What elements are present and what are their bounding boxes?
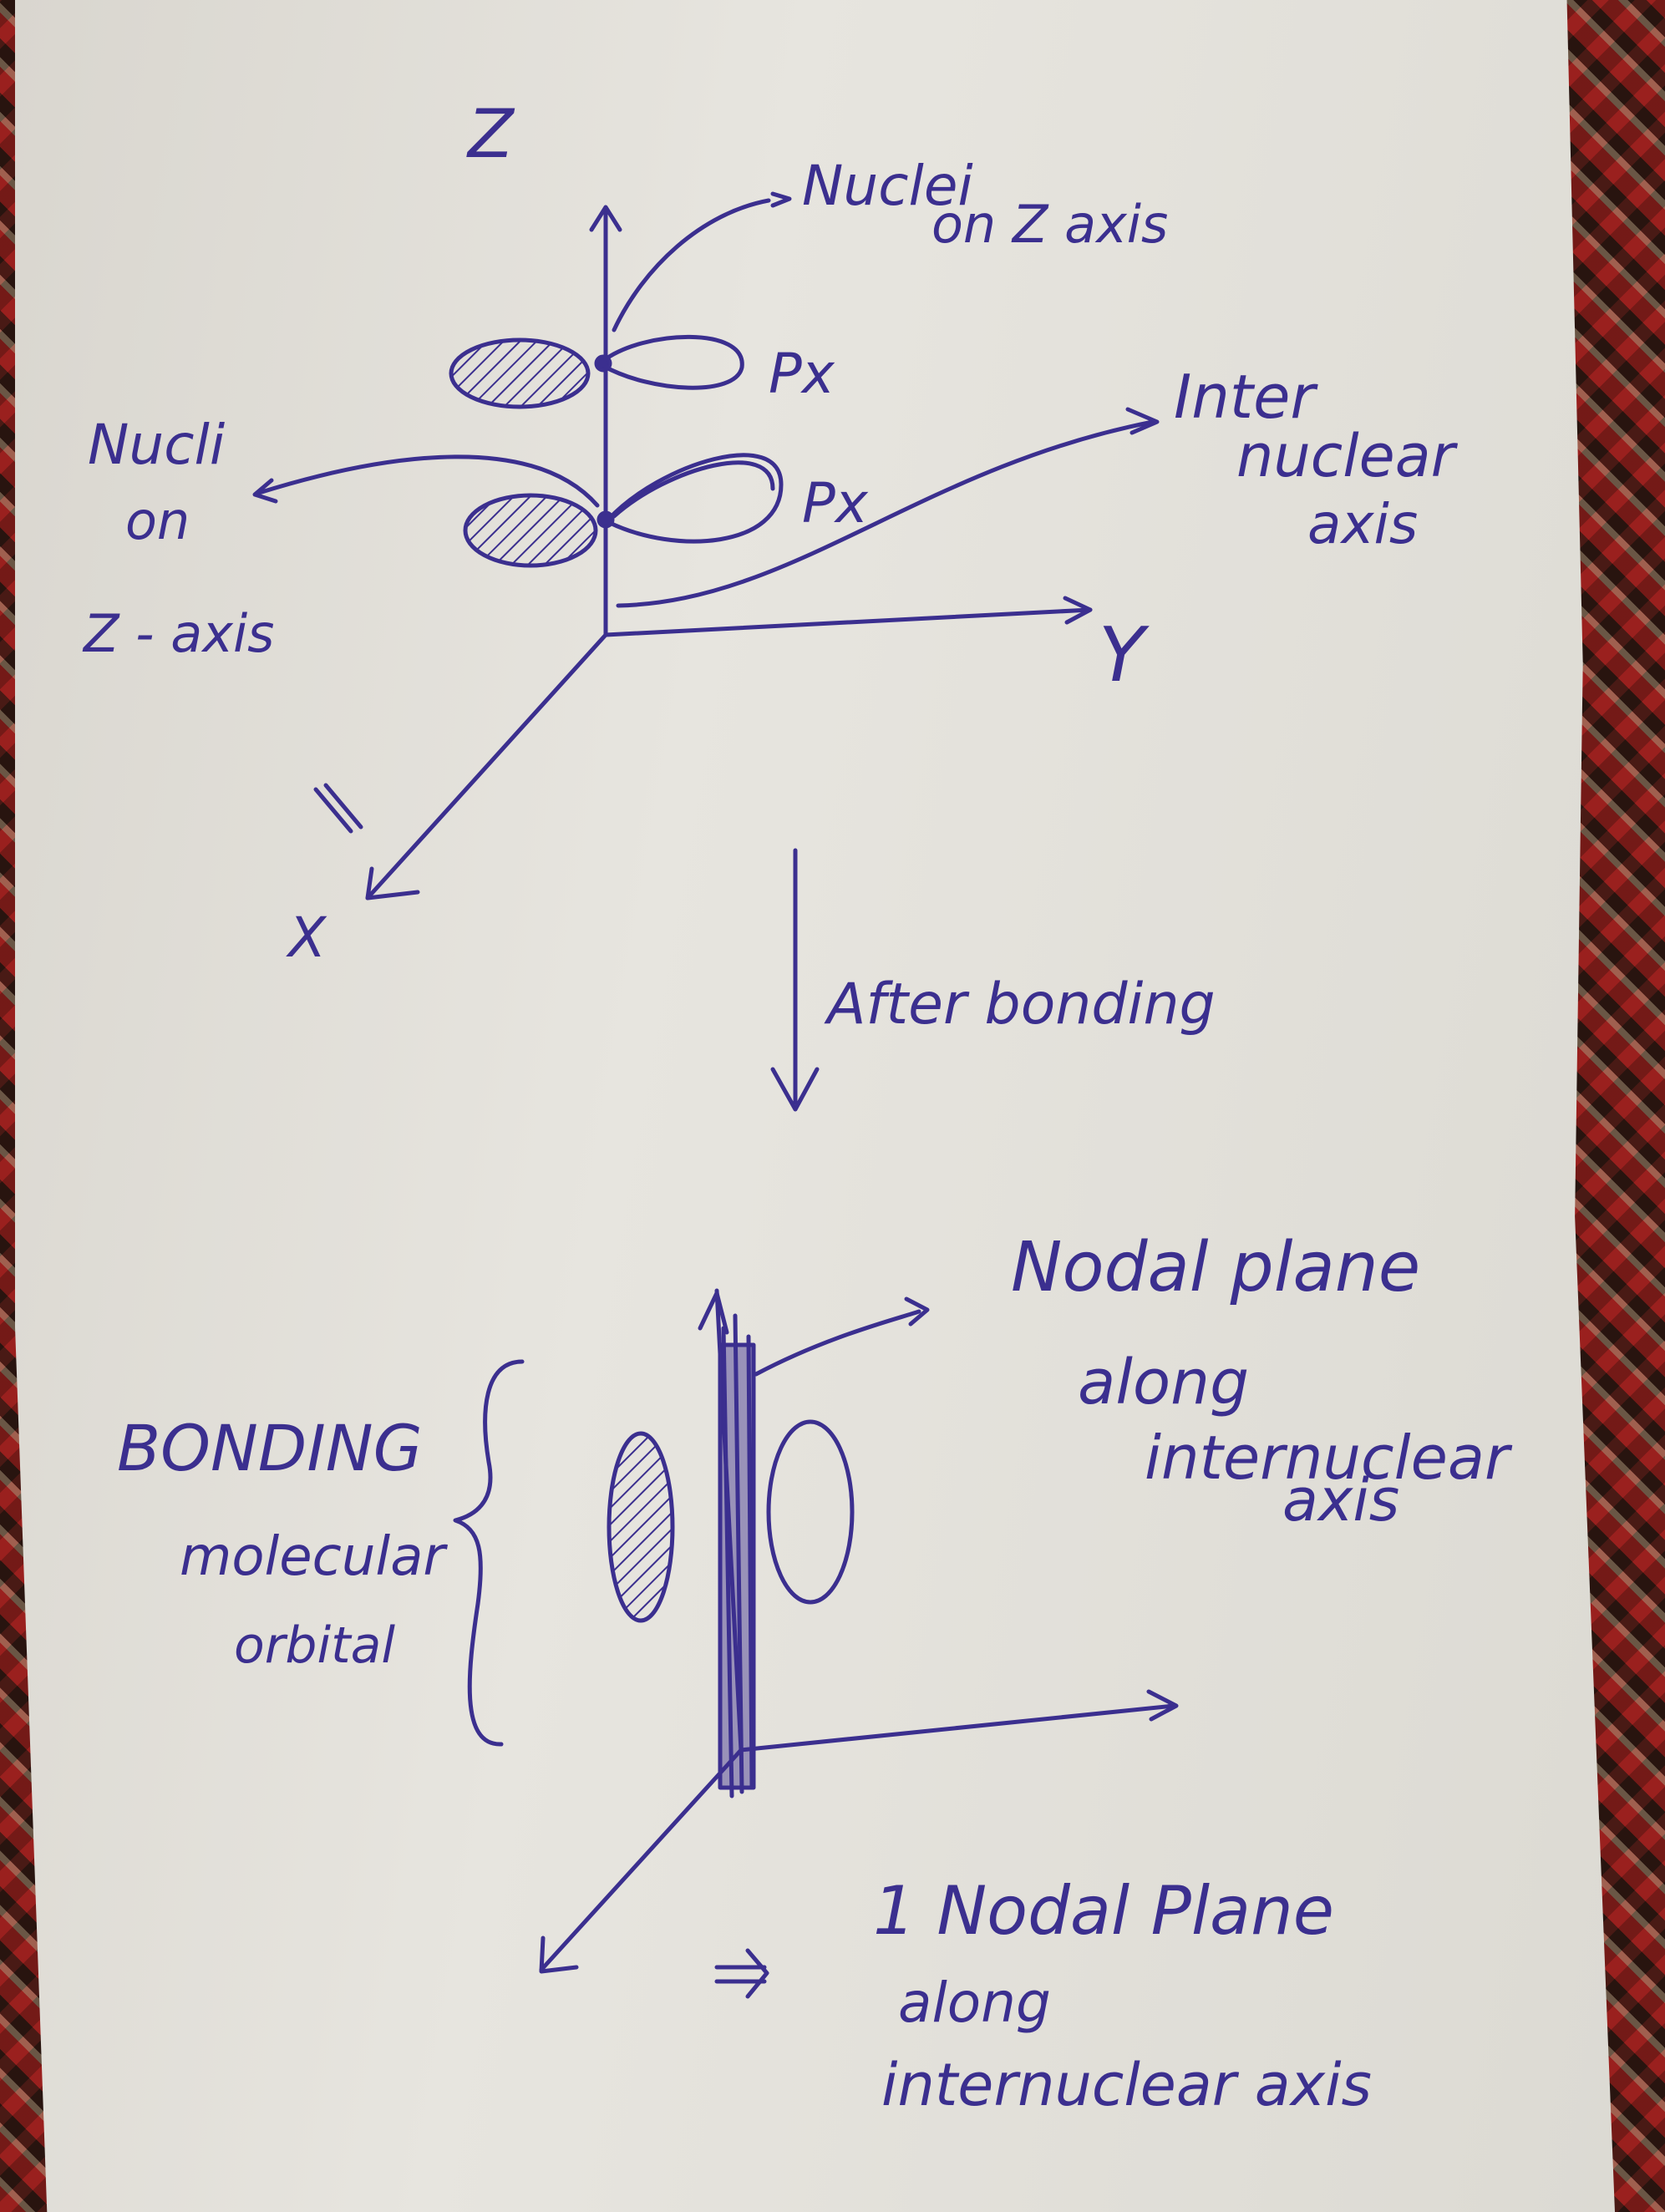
nucli-pointer-tip — [252, 478, 278, 504]
bonding-curly-brace — [453, 1359, 525, 1747]
py-shaded-lobe — [449, 337, 591, 409]
nodal-plane-pointer — [754, 1309, 921, 1377]
lower-y-axis-arrowhead — [1146, 1689, 1179, 1722]
x-axis-line — [365, 632, 608, 901]
x-axis-label: X — [286, 906, 327, 970]
nucli-pointer — [256, 454, 600, 508]
paper-sheet — [15, 0, 1615, 2212]
px-upper-label: Px — [769, 342, 835, 406]
y-axis-label: Y — [1099, 611, 1150, 699]
px-lower-label: Px — [802, 471, 869, 535]
after-bonding-label: After bonding — [824, 972, 1216, 1038]
nodal-plane-label-line1: Nodal plane — [1011, 1228, 1420, 1307]
nodal-plane-stroke-3 — [746, 1334, 754, 1790]
conclusion-label-line3: internuclear axis — [881, 2051, 1372, 2119]
nodal-plane-stroke-2 — [733, 1313, 744, 1794]
z-axis-arrowhead — [589, 205, 622, 232]
nodal-plane-stroke-1 — [721, 1326, 734, 1799]
lower-x-axis-arrowhead — [539, 1936, 579, 1974]
nucli-label-line1: Nucli — [88, 413, 226, 477]
py-open-lobe — [601, 334, 744, 390]
bonding-shaded-lobe — [607, 1431, 675, 1623]
px-open-lobe-outline — [612, 460, 775, 519]
internuclear-pointer-tip — [1125, 407, 1160, 435]
nuclei-z-pointer — [612, 198, 771, 332]
px-shaded-lobe — [463, 493, 598, 568]
conclusion-label-line1: 1 Nodal Plane — [873, 1872, 1334, 1950]
nodal-plane-pointer-tip — [904, 1296, 930, 1327]
upper-nucleus-dot — [594, 354, 612, 373]
conclusion-label-line2: along — [898, 1971, 1051, 2035]
nodal-plane-label-line3: internuclear — [1145, 1423, 1513, 1493]
internuclear-label-line1: Inter — [1174, 362, 1318, 432]
nodal-plane-label-line4: axis — [1282, 1466, 1399, 1535]
x-axis-arrowhead — [365, 866, 420, 901]
nodal-plane-label-line2: along — [1078, 1347, 1249, 1418]
conclusion-arrowhead — [745, 1948, 769, 1999]
nuclei-z-label-line2: on Z axis — [931, 194, 1168, 255]
nuclei-z-label-line1: Nuclei — [802, 154, 973, 218]
internuclear-label-line2: nuclear — [1236, 422, 1459, 490]
internuclear-label-line3: axis — [1307, 492, 1418, 556]
y-axis-arrowhead — [1063, 596, 1093, 625]
bonding-open-lobe — [766, 1419, 855, 1605]
y-axis-line — [603, 607, 1093, 637]
nucli-label-line3: Z - axis — [82, 603, 274, 664]
internuclear-pointer — [616, 419, 1155, 608]
lower-z-axis-arrowhead — [698, 1291, 729, 1335]
lower-y-axis-line — [739, 1703, 1176, 1753]
bonding-label-line2: molecular — [180, 1526, 448, 1588]
px-open-lobe — [606, 453, 784, 544]
nuclei-z-pointer-tip — [770, 191, 792, 208]
z-axis-label: Z — [466, 95, 515, 173]
lower-nucleus-dot — [596, 510, 615, 529]
bonding-label-line3: orbital — [234, 1616, 395, 1675]
lower-x-axis-line — [539, 1748, 744, 1972]
x-mark-scribble — [313, 783, 363, 834]
nucli-label-line2: on — [125, 490, 190, 551]
bonding-label-line1: BONDING — [117, 1411, 423, 1485]
after-bonding-arrowhead — [770, 1067, 820, 1112]
